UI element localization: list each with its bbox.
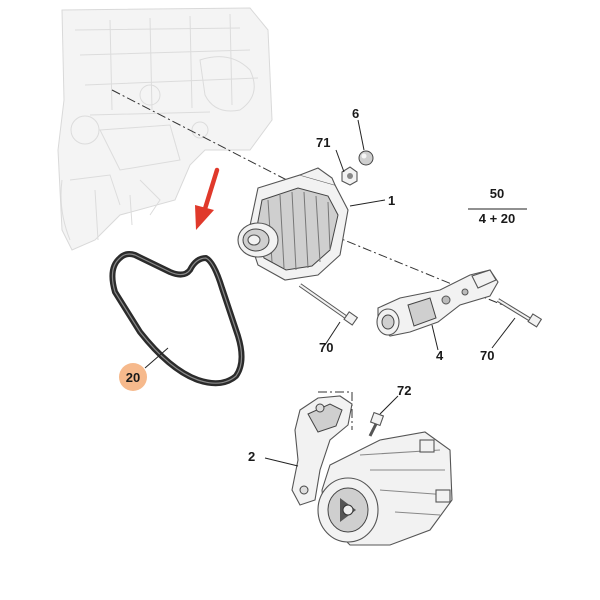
leader-lines xyxy=(144,119,527,467)
highlight-badge xyxy=(119,363,147,391)
belt-tensioner xyxy=(376,269,499,337)
engine-block-ghost xyxy=(57,7,273,251)
bolt-72 xyxy=(368,411,385,437)
ac-compressor xyxy=(317,431,453,546)
callout-70-left: 70 xyxy=(319,340,333,355)
callout-2: 2 xyxy=(248,449,255,464)
callout-71: 71 xyxy=(316,135,330,150)
callout-4-plus-20: 4 + 20 xyxy=(479,211,516,226)
bolt-70-left xyxy=(298,283,359,326)
callout-4: 4 xyxy=(436,348,444,363)
compressor-bracket xyxy=(291,395,353,506)
alternator xyxy=(237,167,349,281)
callout-1: 1 xyxy=(388,193,395,208)
callouts: 1 6 71 50 4 + 20 70 4 70 72 2 xyxy=(248,106,515,464)
drive-belt xyxy=(109,251,245,387)
cap-6 xyxy=(358,150,374,166)
callout-6: 6 xyxy=(352,106,359,121)
direction-arrow xyxy=(195,167,220,230)
nut-71 xyxy=(341,166,358,186)
callout-70-right: 70 xyxy=(480,348,494,363)
callout-20-highlight: 20 xyxy=(119,363,147,391)
callout-50: 50 xyxy=(490,186,504,201)
bolt-70-right xyxy=(496,298,543,328)
callout-20: 20 xyxy=(126,370,140,385)
callout-72: 72 xyxy=(397,383,411,398)
